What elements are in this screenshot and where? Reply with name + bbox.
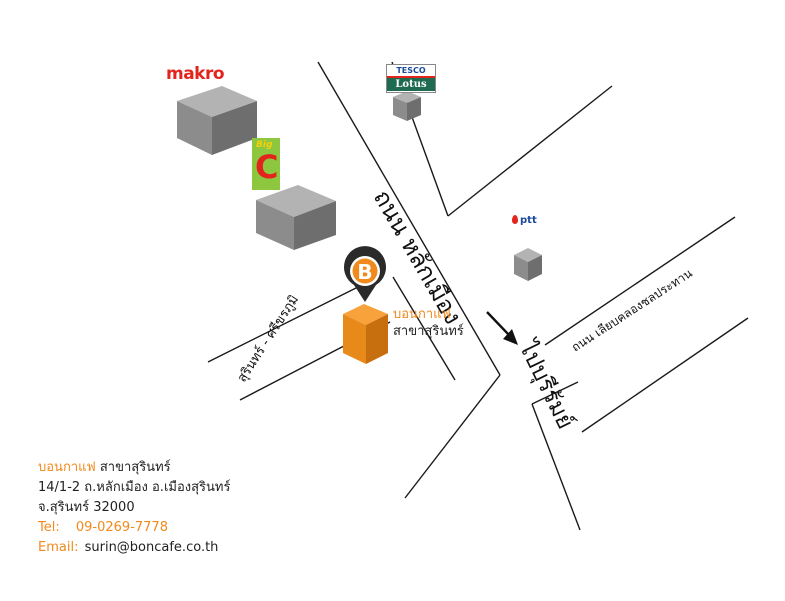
shop-label-line1: บอนกาแฟ <box>393 307 451 322</box>
main-road-edge-left <box>317 61 501 376</box>
ptt-logo: ptt <box>512 215 537 226</box>
bigc-logo: Big C <box>252 138 280 190</box>
tel-number[interactable]: 09-0269-7778 <box>75 520 168 535</box>
address-line-1: 14/1-2 ถ.หลักเมือง อ.เมืองสุรินทร์ <box>38 480 231 495</box>
makro-building <box>177 86 257 155</box>
cross-road-right-edge-top <box>447 85 613 217</box>
makro-logo: makro <box>166 64 225 84</box>
tesco-text: TESCO <box>387 65 435 78</box>
shop-label-line2: สาขาสุรินทร์ <box>393 323 464 339</box>
shop-building <box>343 304 388 364</box>
location-pin-icon[interactable]: B <box>344 246 386 302</box>
side-road-right-label: ถนน เลียบคลองชลประทาน <box>569 266 695 354</box>
ptt-text: ptt <box>520 215 537 226</box>
shop-branch: สาขาสุรินทร์ <box>99 460 171 475</box>
cross-road <box>207 85 749 499</box>
pin-letter: B <box>357 260 372 284</box>
shop-name: บอนกาแฟ <box>38 460 96 475</box>
email-address[interactable]: surin@boncafe.co.th <box>84 540 219 555</box>
address-line-2: จ.สุรินทร์ 32000 <box>38 500 135 515</box>
bigc-small-text: Big <box>256 140 273 150</box>
contact-info: บอนกาแฟ สาขาสุรินทร์ 14/1-2 ถ.หลักเมือง … <box>38 458 230 558</box>
cross-road-lower-left <box>404 374 501 499</box>
side-road-left-label: สุรินทร์ - ศรีขรภูมิ <box>234 292 302 385</box>
direction-label: ไปบุรีรัมย์ <box>513 335 579 433</box>
bigc-letter: C <box>255 148 279 186</box>
main-road-edge-left-mid <box>392 276 456 381</box>
tesco-building <box>393 91 421 121</box>
email-row: Email: surin@boncafe.co.th <box>38 538 230 558</box>
lotus-text: Lotus <box>387 78 435 91</box>
cross-road-far-right <box>581 317 749 433</box>
ptt-drop-icon <box>512 215 518 224</box>
cross-road-right-edge-bottom <box>544 216 736 346</box>
cross-road-lower-right <box>531 381 579 405</box>
email-label: Email: <box>38 540 79 555</box>
bigc-building <box>256 185 336 250</box>
tel-row: Tel: 09-0269-7778 <box>38 518 230 538</box>
direction-arrow <box>486 311 518 345</box>
cross-road-left-edge-top <box>207 281 369 363</box>
ptt-building <box>514 248 542 281</box>
info-name-row: บอนกาแฟ สาขาสุรินทร์ <box>38 458 230 478</box>
tel-label: Tel: <box>38 520 60 535</box>
tesco-lotus-logo: TESCO Lotus <box>386 64 436 93</box>
main-road-edge-right-bottom <box>531 403 581 531</box>
